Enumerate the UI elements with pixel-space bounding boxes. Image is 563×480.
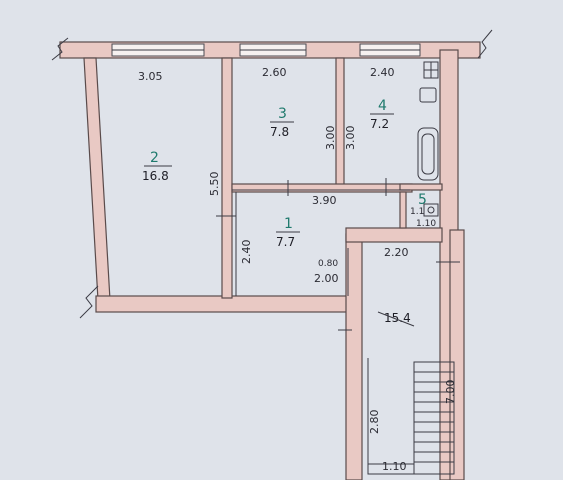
dim-stair-top: 2.20 (384, 246, 409, 259)
dim-door-small: 0.80 (318, 259, 338, 269)
dim-room2-height: 5.50 (208, 172, 221, 197)
room-area-stairhall: 15.4 (384, 311, 411, 325)
room-labels: 2 16.8 3 7.8 4 7.2 1 7.7 5 15.4 (142, 98, 427, 327)
walls (59, 41, 481, 480)
bathroom-partition (399, 191, 407, 229)
dim-room4-height: 3.00 (344, 126, 357, 151)
dimension-labels: 3.05 2.60 2.40 5.50 3.00 3.00 3.90 2.40 … (138, 66, 457, 473)
wall-2-3 (221, 57, 233, 299)
fixtures (367, 61, 455, 475)
dim-room1-height: 2.40 (240, 240, 253, 265)
dim-wc-a: 1.1 (410, 207, 424, 217)
room-number-5: 5 (418, 192, 427, 208)
sink-icon (419, 87, 437, 103)
windows (111, 43, 421, 57)
stairwell-top-wall (345, 227, 443, 243)
left-outer-wall (83, 57, 111, 301)
room-number-1: 1 (284, 216, 293, 232)
corridor-wall (231, 183, 413, 193)
room-number-3: 3 (278, 106, 287, 122)
dim-room3-height: 3.00 (324, 126, 337, 151)
dim-corridor-width: 3.90 (312, 194, 337, 207)
dimension-lines (216, 178, 460, 465)
break-marks (51, 29, 493, 319)
bathroom-wall (399, 183, 443, 191)
dim-top-room4: 2.40 (370, 66, 395, 79)
bathtub-icon (417, 127, 439, 181)
toilet-icon (423, 203, 439, 217)
room-area-4: 7.2 (370, 117, 389, 131)
stove-icon (423, 61, 439, 79)
dim-lower-width: 2.00 (314, 272, 339, 285)
dim-top-room2: 3.05 (138, 70, 163, 83)
room-area-1: 7.7 (276, 235, 295, 249)
dim-stair-bottom: 1.10 (382, 460, 407, 473)
dim-wc-b: 1.10 (416, 219, 436, 229)
dim-stair-height: 2.80 (368, 410, 381, 435)
stairs (413, 361, 455, 475)
room-number-4: 4 (378, 98, 387, 114)
wall-3-4 (335, 57, 345, 189)
room-number-2: 2 (150, 150, 159, 166)
dim-stair-right: 7.00 (444, 380, 457, 405)
dim-top-room3: 2.60 (262, 66, 287, 79)
room-area-2: 16.8 (142, 169, 169, 183)
room-area-3: 7.8 (270, 125, 289, 139)
